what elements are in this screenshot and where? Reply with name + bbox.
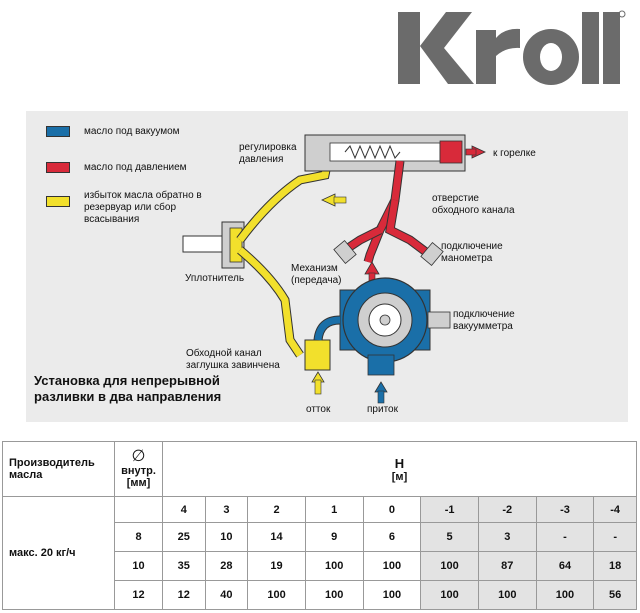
column-header: -4	[593, 496, 637, 523]
table-cell: 25	[162, 522, 206, 552]
h-header: H [м]	[162, 441, 637, 497]
kroll-logo	[398, 10, 626, 85]
manufacturer-header: Производитель масла	[2, 441, 115, 497]
legend-label: масло под вакуумом	[84, 126, 180, 137]
column-header: -2	[477, 496, 537, 523]
oil-pump-diagram	[182, 134, 486, 404]
column-header: 2	[247, 496, 306, 523]
label-pressure-regulation: регулировка давления	[239, 142, 297, 165]
label-inflow: приток	[367, 404, 398, 415]
table-header-row: Производитель масла ∅ внутр. [мм] H [м]	[2, 441, 637, 497]
label-outflow: отток	[306, 404, 331, 415]
table-cell: -	[535, 522, 595, 552]
table-cell: 100	[304, 580, 364, 610]
diameter-header: ∅ внутр. [мм]	[114, 441, 163, 497]
table-cell: 40	[204, 580, 249, 610]
table-row: 12 12 40 100 100 100 100 100 100 56	[3, 580, 637, 610]
table-cell: 100	[304, 551, 364, 581]
diameter-header-label: внутр. [мм]	[121, 465, 156, 489]
diameter-cell: 10	[114, 551, 163, 581]
table-row: 10 35 28 19 100 100 100 87 64 18	[3, 551, 637, 581]
legend-label: масло под давлением	[84, 162, 187, 173]
diameter-cell: 8	[114, 522, 163, 552]
table-cell	[114, 496, 163, 523]
table-cell: 100	[362, 580, 422, 610]
diameter-icon: ∅	[131, 448, 146, 465]
label-mechanism: Механизм (передача)	[291, 263, 342, 286]
label-vacuum-connection: подключение вакуумметра	[453, 309, 515, 332]
table-cell: 5	[420, 522, 479, 552]
column-header: 1	[304, 496, 364, 523]
table-cell: 35	[162, 551, 206, 581]
table-cell: 100	[420, 580, 479, 610]
diagram-caption: Установка для непрерывной разливки в два…	[34, 373, 222, 404]
label-seal: Уплотнитель	[185, 273, 245, 284]
table-cell: 14	[247, 522, 306, 552]
table-row: 8 25 10 14 9 6 5 3 - -	[3, 522, 637, 552]
column-header: 4	[162, 496, 206, 523]
table-cell: 28	[204, 551, 249, 581]
excess-swatch	[46, 196, 70, 207]
table-cell: 18	[593, 551, 637, 581]
column-header: 0	[362, 496, 422, 523]
label-bypass-channel: Обходной канал заглушка завинчена	[186, 348, 280, 371]
pressure-swatch	[46, 162, 70, 173]
column-header: -1	[420, 496, 479, 523]
table-cell: 100	[420, 551, 479, 581]
column-header: -3	[535, 496, 595, 523]
table-cell: 12	[162, 580, 206, 610]
table-cell: 6	[362, 522, 422, 552]
table-cell: 64	[535, 551, 595, 581]
table-cell: 3	[477, 522, 537, 552]
table-cell: 9	[304, 522, 364, 552]
vacuum-swatch	[46, 126, 70, 137]
label-gauge-connection: подключение манометра	[441, 241, 503, 264]
row-label: макс. 20 кг/ч	[2, 496, 115, 610]
h-unit: [м]	[391, 470, 408, 483]
table-cell: 87	[477, 551, 537, 581]
diameter-cell: 12	[114, 580, 163, 610]
spec-table: Производитель масла ∅ внутр. [мм] H [м] …	[2, 441, 637, 610]
legend-label: избыток масла обратно в резервуар или сб…	[84, 190, 202, 225]
table-cell: 19	[247, 551, 306, 581]
label-to-burner: к горелке	[493, 148, 536, 159]
h-label: H	[394, 455, 405, 471]
table-cell: -	[593, 522, 637, 552]
column-header-row: макс. 20 кг/ч 4 3 2 1 0 -1 -2 -3 -4	[2, 496, 637, 610]
label-bypass-hole: отверстие обходного канала	[432, 193, 515, 216]
table-cell: 56	[593, 580, 637, 610]
table-cell: 100	[477, 580, 537, 610]
column-header: 3	[204, 496, 249, 523]
table-cell: 100	[247, 580, 306, 610]
table-cell: 10	[204, 522, 249, 552]
table-cell: 100	[535, 580, 595, 610]
table-cell: 100	[362, 551, 422, 581]
